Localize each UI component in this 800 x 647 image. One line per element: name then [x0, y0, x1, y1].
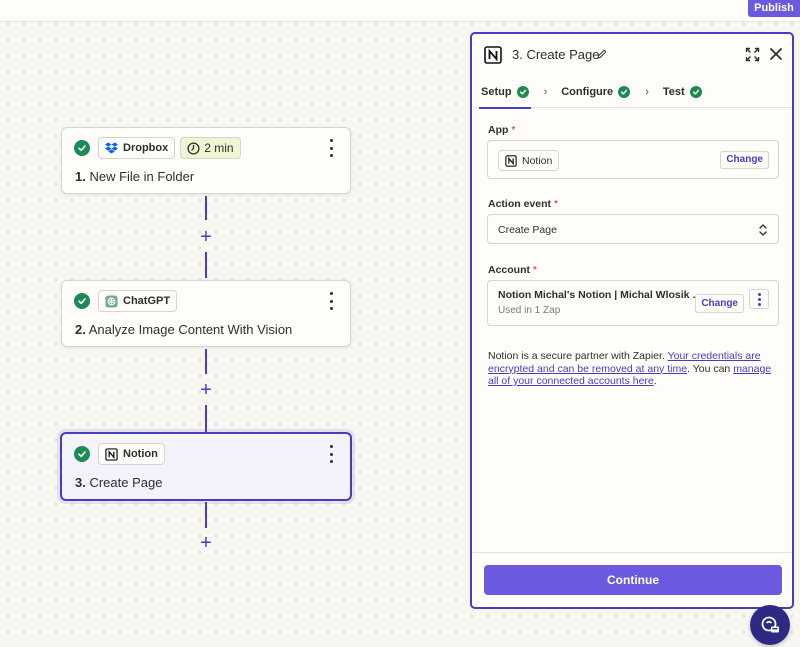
- panel-header: 3. Create Page: [472, 34, 792, 76]
- connector-line: [205, 502, 207, 528]
- account-field: Notion Michal's Notion | Michal Wlosik .…: [487, 280, 779, 326]
- check-icon: [74, 446, 90, 462]
- delay-badge: 2 min: [180, 137, 241, 159]
- panel-footer: Continue: [472, 552, 792, 607]
- step-card-2[interactable]: ChatGPT 2. Analyze Image Content With Vi…: [61, 280, 351, 347]
- delay-text: 2 min: [204, 141, 234, 155]
- action-event-select[interactable]: Create Page: [487, 214, 779, 244]
- add-step-button[interactable]: +: [200, 532, 212, 554]
- add-step-button[interactable]: +: [200, 226, 212, 248]
- account-name: Notion Michal's Notion | Michal Wlosik .…: [498, 289, 702, 301]
- close-icon[interactable]: [769, 47, 783, 61]
- more-options-icon[interactable]: [326, 292, 336, 310]
- pencil-icon[interactable]: [596, 48, 608, 60]
- notion-icon: [484, 46, 502, 64]
- change-app-button[interactable]: Change: [720, 151, 769, 169]
- step-tabs: Setup › Configure › Test: [472, 76, 792, 109]
- continue-button[interactable]: Continue: [484, 565, 782, 595]
- check-icon: [516, 85, 529, 98]
- more-options-icon[interactable]: [326, 139, 336, 157]
- connector-line: [205, 405, 207, 432]
- notion-icon: [505, 154, 517, 167]
- clock-icon: [187, 141, 200, 155]
- account-label: Account *: [488, 264, 538, 276]
- tab-configure[interactable]: Configure: [561, 76, 631, 108]
- app-name: ChatGPT: [123, 295, 171, 307]
- step-card-1[interactable]: Dropbox 2 min 1. New File in Folder: [61, 127, 351, 194]
- step-title: 1. New File in Folder: [75, 169, 195, 184]
- top-bar: Publish: [0, 0, 800, 22]
- action-event-label: Action event *: [488, 198, 559, 210]
- notion-icon: [105, 447, 118, 461]
- app-field-label: App *: [488, 124, 516, 136]
- tab-test[interactable]: Test: [663, 76, 702, 108]
- change-account-button[interactable]: Change: [695, 294, 744, 313]
- selected-app-chip: Notion: [498, 150, 560, 171]
- credentials-link[interactable]: Your credentials are encrypted and can b…: [488, 350, 761, 375]
- support-icon: [761, 616, 779, 633]
- chevron-up-down-icon: [759, 224, 767, 236]
- panel-title: 3. Create Page: [512, 47, 600, 62]
- app-chip: Notion: [98, 443, 165, 465]
- help-button[interactable]: [750, 605, 790, 645]
- step-title: 2. Analyze Image Content With Vision: [75, 322, 293, 337]
- manage-accounts-link[interactable]: manage all of your connected accounts he…: [488, 362, 772, 388]
- chevron-right-icon: ›: [543, 85, 548, 98]
- connector-line: [205, 349, 207, 374]
- more-options-icon[interactable]: [326, 445, 336, 463]
- app-name: Notion: [123, 448, 158, 460]
- partner-notice: Notion is a secure partner with Zapier. …: [488, 350, 772, 388]
- publish-button[interactable]: Publish: [748, 0, 800, 17]
- step-card-3[interactable]: Notion 3. Create Page: [60, 432, 352, 501]
- check-icon: [689, 85, 702, 98]
- tab-setup[interactable]: Setup: [479, 76, 531, 109]
- app-chip: ChatGPT: [98, 290, 178, 312]
- expand-icon[interactable]: [745, 47, 760, 62]
- account-usage: Used in 1 Zap: [498, 305, 561, 316]
- connector-line: [205, 252, 207, 278]
- connector-line: [205, 196, 207, 220]
- add-step-button[interactable]: +: [200, 379, 212, 401]
- app-field: Notion Change: [487, 140, 779, 179]
- app-name: Dropbox: [123, 142, 169, 154]
- dropbox-icon: [105, 142, 118, 154]
- chatgpt-icon: [105, 294, 118, 308]
- step-editor-panel: 3. Create Page Setup › Configure › Test: [470, 32, 794, 609]
- step-title: 3. Create Page: [75, 475, 163, 490]
- check-icon: [74, 293, 90, 309]
- check-icon: [618, 85, 631, 98]
- action-event-value: Create Page: [498, 224, 557, 236]
- account-more-button[interactable]: [749, 289, 769, 309]
- app-chip: Dropbox: [98, 137, 176, 159]
- check-icon: [74, 140, 90, 156]
- chevron-right-icon: ›: [645, 85, 649, 98]
